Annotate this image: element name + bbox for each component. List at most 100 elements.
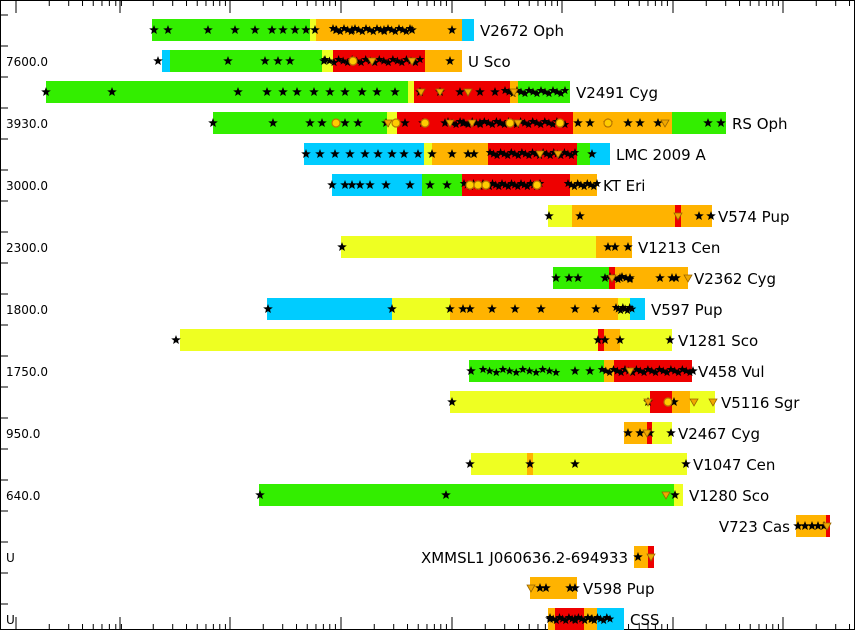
phase-segment-yellow xyxy=(341,236,596,258)
observation-star xyxy=(383,24,393,33)
observation-star xyxy=(343,58,352,67)
observation-star xyxy=(716,118,726,127)
observation-star xyxy=(463,120,473,129)
observation-star xyxy=(375,55,384,64)
observation-star xyxy=(413,149,423,158)
upper-limit-triangle xyxy=(673,212,683,221)
observation-star xyxy=(340,87,350,96)
observation-star xyxy=(500,120,509,129)
nova-name-label: V458 Vul xyxy=(698,363,765,381)
observation-star xyxy=(639,368,649,377)
y-tick-label: 640.0 xyxy=(6,489,40,503)
observation-star xyxy=(570,182,579,191)
observation-star xyxy=(666,428,676,437)
observation-star xyxy=(610,242,620,251)
upper-limit-triangle xyxy=(435,88,445,97)
observation-star xyxy=(223,56,233,65)
observation-star xyxy=(384,58,393,67)
observation-star xyxy=(573,118,583,127)
observation-star xyxy=(485,148,495,157)
observation-star xyxy=(585,366,595,375)
observation-star xyxy=(669,397,679,406)
observation-star xyxy=(510,304,520,313)
observation-star xyxy=(488,179,497,188)
observation-star xyxy=(525,459,535,468)
observation-star xyxy=(532,89,542,98)
phase-segment-orange xyxy=(530,577,577,599)
y-tick-label: U xyxy=(6,551,15,565)
observation-star xyxy=(400,118,410,127)
nova-name-label: V723 Cas xyxy=(719,518,790,536)
observation-star xyxy=(262,87,272,96)
observation-star xyxy=(616,368,626,377)
observation-star xyxy=(411,58,420,67)
observation-star xyxy=(315,149,325,158)
observation-star xyxy=(688,366,698,375)
observation-star xyxy=(603,242,613,251)
observation-star xyxy=(441,490,451,499)
observation-star xyxy=(531,149,541,158)
observation-star xyxy=(625,273,635,282)
nova-name-label: V598 Pup xyxy=(583,580,654,598)
observation-star xyxy=(495,118,505,127)
observation-star xyxy=(793,521,803,530)
observation-star xyxy=(620,365,630,374)
observation-star xyxy=(398,25,407,34)
observation-star xyxy=(278,25,288,34)
observation-star xyxy=(548,86,558,95)
observation-star xyxy=(625,303,634,312)
upper-limit-triangle xyxy=(383,119,393,128)
observation-star xyxy=(507,148,516,157)
nova-name-label: V2672 Oph xyxy=(480,22,564,40)
phase-segment-yellow xyxy=(533,453,687,475)
phase-segment-yellow xyxy=(408,81,414,103)
observation-star xyxy=(601,366,611,375)
observation-star xyxy=(510,149,520,158)
timeline-bars xyxy=(46,19,830,630)
y-tick-label: 3000.0 xyxy=(6,179,48,193)
observation-star xyxy=(399,149,409,158)
observation-star xyxy=(609,365,618,374)
phase-segment-cyan xyxy=(267,298,392,320)
observation-star xyxy=(268,118,278,127)
observation-star xyxy=(381,180,391,189)
observation-star xyxy=(500,86,510,95)
y-tick-label: 7600.0 xyxy=(6,55,48,69)
observation-star xyxy=(565,583,575,592)
upper-limit-triangle xyxy=(526,584,536,593)
observation-star xyxy=(273,56,283,65)
upper-limit-triangle xyxy=(467,119,477,128)
observation-star xyxy=(574,613,583,622)
phase-segment-cyan xyxy=(162,50,170,72)
observation-star xyxy=(327,180,337,189)
nova-name-label: V597 Pup xyxy=(651,301,722,319)
upper-limit-triangle xyxy=(535,150,545,159)
observation-star xyxy=(567,151,576,160)
observation-star xyxy=(518,365,528,374)
observation-star xyxy=(466,366,476,375)
observation-star xyxy=(544,118,554,127)
observation-star xyxy=(548,120,558,129)
observation-star xyxy=(309,87,319,96)
observation-star xyxy=(632,365,641,374)
observation-star xyxy=(623,242,633,251)
nova-name-label: KT Eri xyxy=(603,177,645,195)
observation-star xyxy=(560,86,570,95)
observation-star xyxy=(600,335,610,344)
observation-star xyxy=(523,182,532,191)
phase-segment-red xyxy=(650,391,672,413)
observation-star xyxy=(633,552,643,561)
grating-circle xyxy=(505,118,515,128)
grating-circle xyxy=(532,180,542,190)
observation-star xyxy=(545,614,555,623)
nova-name-label: V1281 Sco xyxy=(678,332,758,350)
observation-star xyxy=(484,118,493,127)
phase-segment-yellow xyxy=(674,484,683,506)
grating-circle xyxy=(465,180,475,190)
observation-star xyxy=(504,182,513,191)
observation-star xyxy=(393,56,402,65)
observation-star xyxy=(402,27,411,36)
observation-star xyxy=(653,118,663,127)
